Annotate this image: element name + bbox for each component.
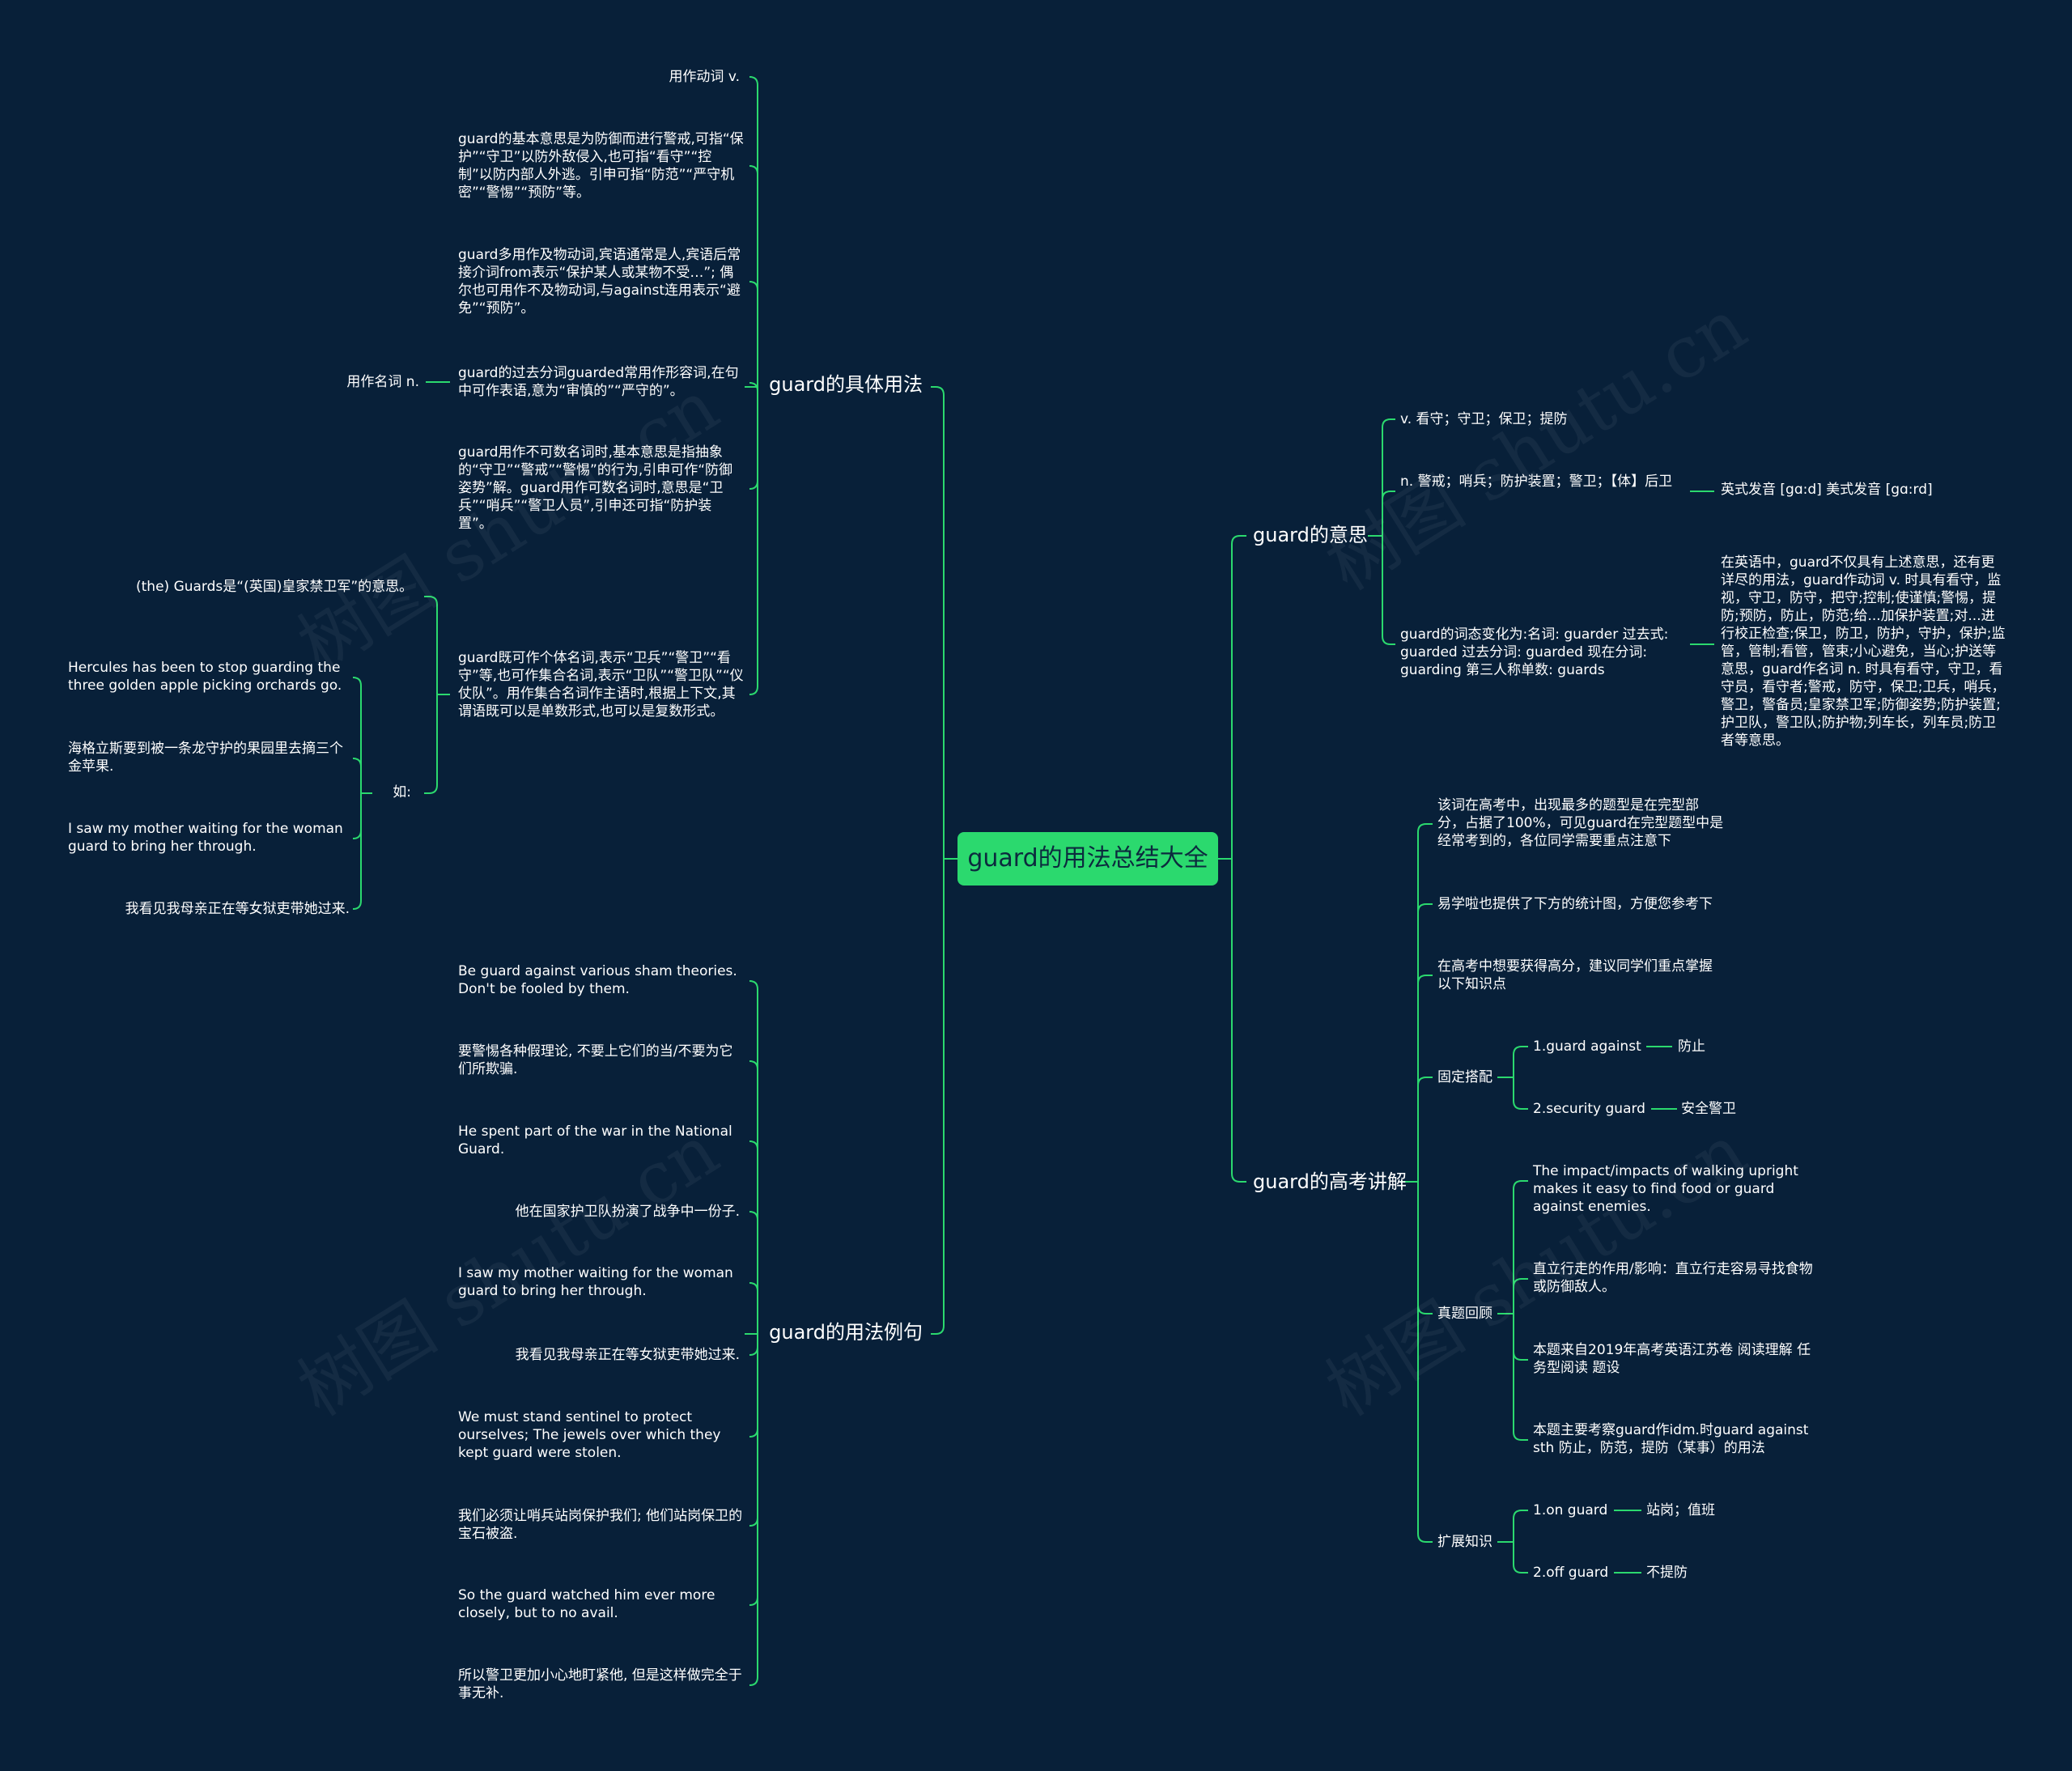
extend-meaning[interactable]: 站岗；值班 <box>1646 1502 1715 1518</box>
branch-exam[interactable]: guard的高考讲解 <box>1253 1170 1407 1193</box>
connector <box>1513 1278 1528 1314</box>
connector <box>1417 903 1433 1182</box>
connector <box>931 386 945 859</box>
branch-sentences[interactable]: guard的用法例句 <box>769 1321 923 1344</box>
connector <box>749 1334 758 1438</box>
connector <box>1417 1182 1433 1543</box>
root-topic[interactable]: guard的用法总结大全 <box>957 832 1218 886</box>
connector <box>1513 1077 1528 1110</box>
fixed-meaning[interactable]: 安全警卫 <box>1681 1101 1736 1117</box>
connector <box>1231 859 1246 1183</box>
noun-item[interactable]: guard用作不可数名词时,基本意思是指抽象的“守卫”“警戒”“警惕”的行为,引… <box>458 444 733 532</box>
connector <box>352 793 362 839</box>
verb-item[interactable]: guard的过去分词guarded常用作形容词,在句中可作表语,意为“审慎的”“… <box>458 365 739 399</box>
sentence-item[interactable]: Be guard against various sham theories. … <box>458 963 742 997</box>
connector <box>749 1334 758 1527</box>
connector <box>749 1334 758 1686</box>
extend-label[interactable]: 扩展知识 <box>1437 1534 1492 1550</box>
extend-phrase[interactable]: 2.off guard <box>1533 1565 1609 1581</box>
connector <box>1417 823 1433 1182</box>
review-item[interactable]: 本题主要考察guard作idm.时guard against sth 防止，防范… <box>1533 1422 1813 1456</box>
branch-meaning[interactable]: guard的意思 <box>1253 524 1368 546</box>
connector <box>1417 1077 1433 1182</box>
sentence-item[interactable]: So the guard watched him ever more close… <box>458 1587 720 1621</box>
connector <box>749 76 758 387</box>
verb-item[interactable]: guard多用作及物动词,宾语通常是人,宾语后常接介词from表示“保护某人或某… <box>458 247 741 316</box>
connector <box>749 387 758 695</box>
connector <box>1417 975 1433 1182</box>
connector <box>1513 1180 1528 1314</box>
fixed-phrase[interactable]: 1.guard against <box>1533 1038 1641 1055</box>
exam-intro[interactable]: 该词在高考中，出现最多的题型是在完型部分，占据了100%，可见guard在完型题… <box>1437 797 1724 849</box>
example-item[interactable]: 我看见我母亲正在等女狱吏带她过来. <box>125 901 350 917</box>
connector <box>749 165 758 387</box>
connector <box>749 1140 758 1334</box>
connector <box>1382 418 1395 536</box>
connector <box>1513 1046 1528 1077</box>
connector <box>749 387 758 490</box>
review-item[interactable]: 直立行走的作用/影响：直立行走容易寻找食物或防御敌人。 <box>1533 1261 1813 1295</box>
connector <box>1513 1510 1528 1542</box>
sentence-item[interactable]: We must stand sentinel to protect oursel… <box>458 1409 725 1461</box>
connector <box>749 1282 758 1334</box>
connector <box>352 677 362 793</box>
connector <box>1231 535 1246 859</box>
example-item[interactable]: I saw my mother waiting for the woman gu… <box>68 821 348 855</box>
connector <box>424 694 438 794</box>
fixed-label[interactable]: 固定搭配 <box>1437 1069 1492 1085</box>
word-forms[interactable]: guard的词态变化为:名词: guarder 过去式: guarded 过去分… <box>1400 626 1673 678</box>
connector <box>749 980 758 1334</box>
connector <box>424 596 438 694</box>
sentence-item[interactable]: 我们必须让哨兵站岗保护我们; 他们站岗保卫的宝石被盗. <box>458 1508 743 1542</box>
meaning-verb[interactable]: v. 看守；守卫；保卫；提防 <box>1400 411 1568 427</box>
connector <box>352 793 362 910</box>
noun-item[interactable]: guard既可作个体名词,表示“卫兵”“警卫”“看守”等,也可作集合名词,表示“… <box>458 650 744 720</box>
example-label[interactable]: 如: <box>393 784 411 801</box>
sentence-item[interactable]: I saw my mother waiting for the woman gu… <box>458 1265 738 1299</box>
noun-label[interactable]: 用作名词 n. <box>346 374 419 390</box>
connector <box>749 1211 758 1334</box>
connector <box>749 1060 758 1334</box>
connector <box>749 1334 758 1606</box>
review-item[interactable]: 本题来自2019年高考英语江苏卷 阅读理解 任务型阅读 题设 <box>1533 1342 1811 1376</box>
review-label[interactable]: 真题回顾 <box>1437 1306 1492 1322</box>
fixed-phrase[interactable]: 2.security guard <box>1533 1101 1645 1117</box>
fixed-meaning[interactable]: 防止 <box>1678 1038 1705 1055</box>
branch-usage[interactable]: guard的具体用法 <box>769 373 923 396</box>
connector <box>1513 1542 1528 1574</box>
connector <box>1382 536 1395 645</box>
extend-meaning[interactable]: 不提防 <box>1646 1565 1688 1581</box>
connector <box>1513 1314 1528 1441</box>
sentence-item[interactable]: 要警惕各种假理论, 不要上它们的当/不要为它们所欺骗. <box>458 1043 733 1077</box>
guards-note[interactable]: (the) Guards是“(英国)皇家禁卫军”的意思。 <box>136 579 414 595</box>
exam-intro[interactable]: 易学啦也提供了下方的统计图，方便您参考下 <box>1437 896 1713 912</box>
connector <box>749 281 758 387</box>
connector <box>1382 491 1395 536</box>
example-item[interactable]: 海格立斯要到被一条龙守护的果园里去摘三个金苹果. <box>68 741 343 775</box>
exam-intro[interactable]: 在高考中想要获得高分，建议同学们重点掌握以下知识点 <box>1437 958 1713 992</box>
verb-label[interactable]: 用作动词 v. <box>669 69 740 85</box>
sentence-item[interactable]: He spent part of the war in the National… <box>458 1123 737 1157</box>
connector <box>931 859 945 1335</box>
meaning-detail[interactable]: 在英语中，guard不仅具有上述意思，还有更详尽的用法，guard作动词 v. … <box>1721 554 2006 749</box>
sentence-item[interactable]: 所以警卫更加小心地盯紧他, 但是这样做完全于事无补. <box>458 1667 742 1701</box>
example-item[interactable]: Hercules has been to stop guarding the t… <box>68 660 345 694</box>
sentence-item[interactable]: 我看见我母亲正在等女狱吏带她过来. <box>515 1347 740 1363</box>
extend-phrase[interactable]: 1.on guard <box>1533 1502 1608 1518</box>
sentence-item[interactable]: 他在国家护卫队扮演了战争中一份子. <box>515 1204 740 1220</box>
pronunciation[interactable]: 英式发音 [gɑ:d] 美式发音 [gɑ:rd] <box>1721 482 1933 498</box>
verb-item[interactable]: guard的基本意思是为防御而进行警戒,可指“保护”“守卫”以防外敌侵入,也可指… <box>458 131 744 201</box>
review-item[interactable]: The impact/impacts of walking upright ma… <box>1533 1163 1803 1215</box>
meaning-noun[interactable]: n. 警戒；哨兵；防护装置；警卫；【体】后卫 <box>1400 474 1673 490</box>
connector <box>352 758 362 793</box>
